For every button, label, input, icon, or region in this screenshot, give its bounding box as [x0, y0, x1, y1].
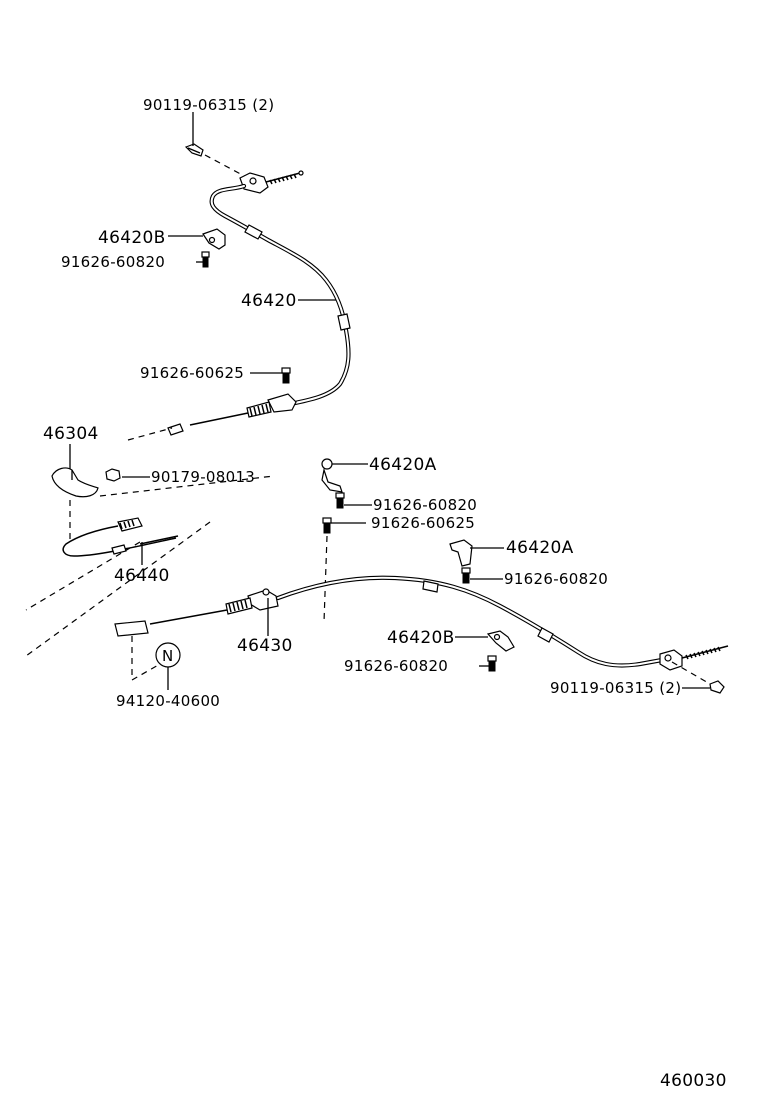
dash-bolt-right-end [671, 661, 711, 685]
dash-nut [99, 475, 275, 497]
label-clamp-a-right[interactable]: 46420A [506, 538, 574, 558]
label-nut[interactable]: 90179-08013 [151, 468, 255, 486]
cable-right-end-bracket[interactable] [659, 645, 729, 671]
cable-right-adjuster[interactable] [114, 588, 279, 637]
clamp-a-top[interactable] [321, 458, 343, 493]
cable-left[interactable] [209, 183, 351, 407]
dash-bolt-top [204, 154, 249, 179]
bolt-center[interactable] [322, 517, 332, 534]
label-bolt-center[interactable]: 91626-60625 [371, 514, 475, 532]
label-clamp-upper[interactable]: 46420B [98, 228, 166, 248]
bolt-right-end[interactable] [709, 680, 725, 694]
dash-equalizer [127, 427, 173, 441]
bolt-left-mid[interactable] [281, 367, 291, 384]
nut[interactable] [105, 468, 121, 482]
clamp-lower[interactable] [486, 630, 515, 652]
dash-bolt-center [323, 535, 328, 623]
bolt-a-right[interactable] [461, 567, 471, 584]
clamp-a-right[interactable] [449, 539, 473, 567]
circle-symbol: N [162, 647, 173, 665]
label-cable-right[interactable]: 46430 [237, 636, 293, 656]
label-bolt-upper-clamp[interactable]: 91626-60820 [61, 253, 165, 271]
cable-left-lower-end[interactable] [167, 393, 297, 436]
label-front-cable[interactable]: 46440 [114, 566, 170, 586]
label-bolt-left-mid[interactable]: 91626-60625 [140, 364, 244, 382]
bolt-top[interactable] [184, 143, 204, 157]
diagram-number: 460030 [660, 1071, 727, 1091]
label-equalizer[interactable]: 46304 [43, 424, 99, 444]
label-cable-left[interactable]: 46420 [241, 291, 297, 311]
label-bolt-a-top[interactable]: 91626-60820 [373, 496, 477, 514]
cable-left-end-bracket[interactable] [239, 170, 304, 194]
label-bolt-top[interactable]: 90119-06315 (2) [143, 96, 274, 114]
label-clamp-a-top[interactable]: 46420A [369, 455, 437, 475]
bolt-lower-clamp[interactable] [487, 655, 497, 672]
equalizer[interactable] [51, 467, 99, 498]
label-bolt-lower-clamp[interactable]: 91626-60820 [344, 657, 448, 675]
clamp-upper[interactable] [202, 228, 226, 250]
label-bolt-right-end[interactable]: 90119-06315 (2) [550, 679, 681, 697]
bolt-a-top[interactable] [335, 492, 345, 509]
label-clamp-lower[interactable]: 46420B [387, 628, 455, 648]
label-bolt-a-right[interactable]: 91626-60820 [504, 570, 608, 588]
bolt-upper-clamp[interactable] [201, 251, 210, 268]
dash-grommet-2 [131, 663, 161, 681]
dash-front-cable-1 [25, 521, 211, 657]
front-cable[interactable] [62, 517, 179, 557]
label-grommet[interactable]: 94120-40600 [116, 692, 220, 710]
dash-front-cable-2 [25, 541, 141, 611]
grommet-circle: N [155, 642, 181, 668]
cable-right[interactable] [275, 575, 665, 668]
